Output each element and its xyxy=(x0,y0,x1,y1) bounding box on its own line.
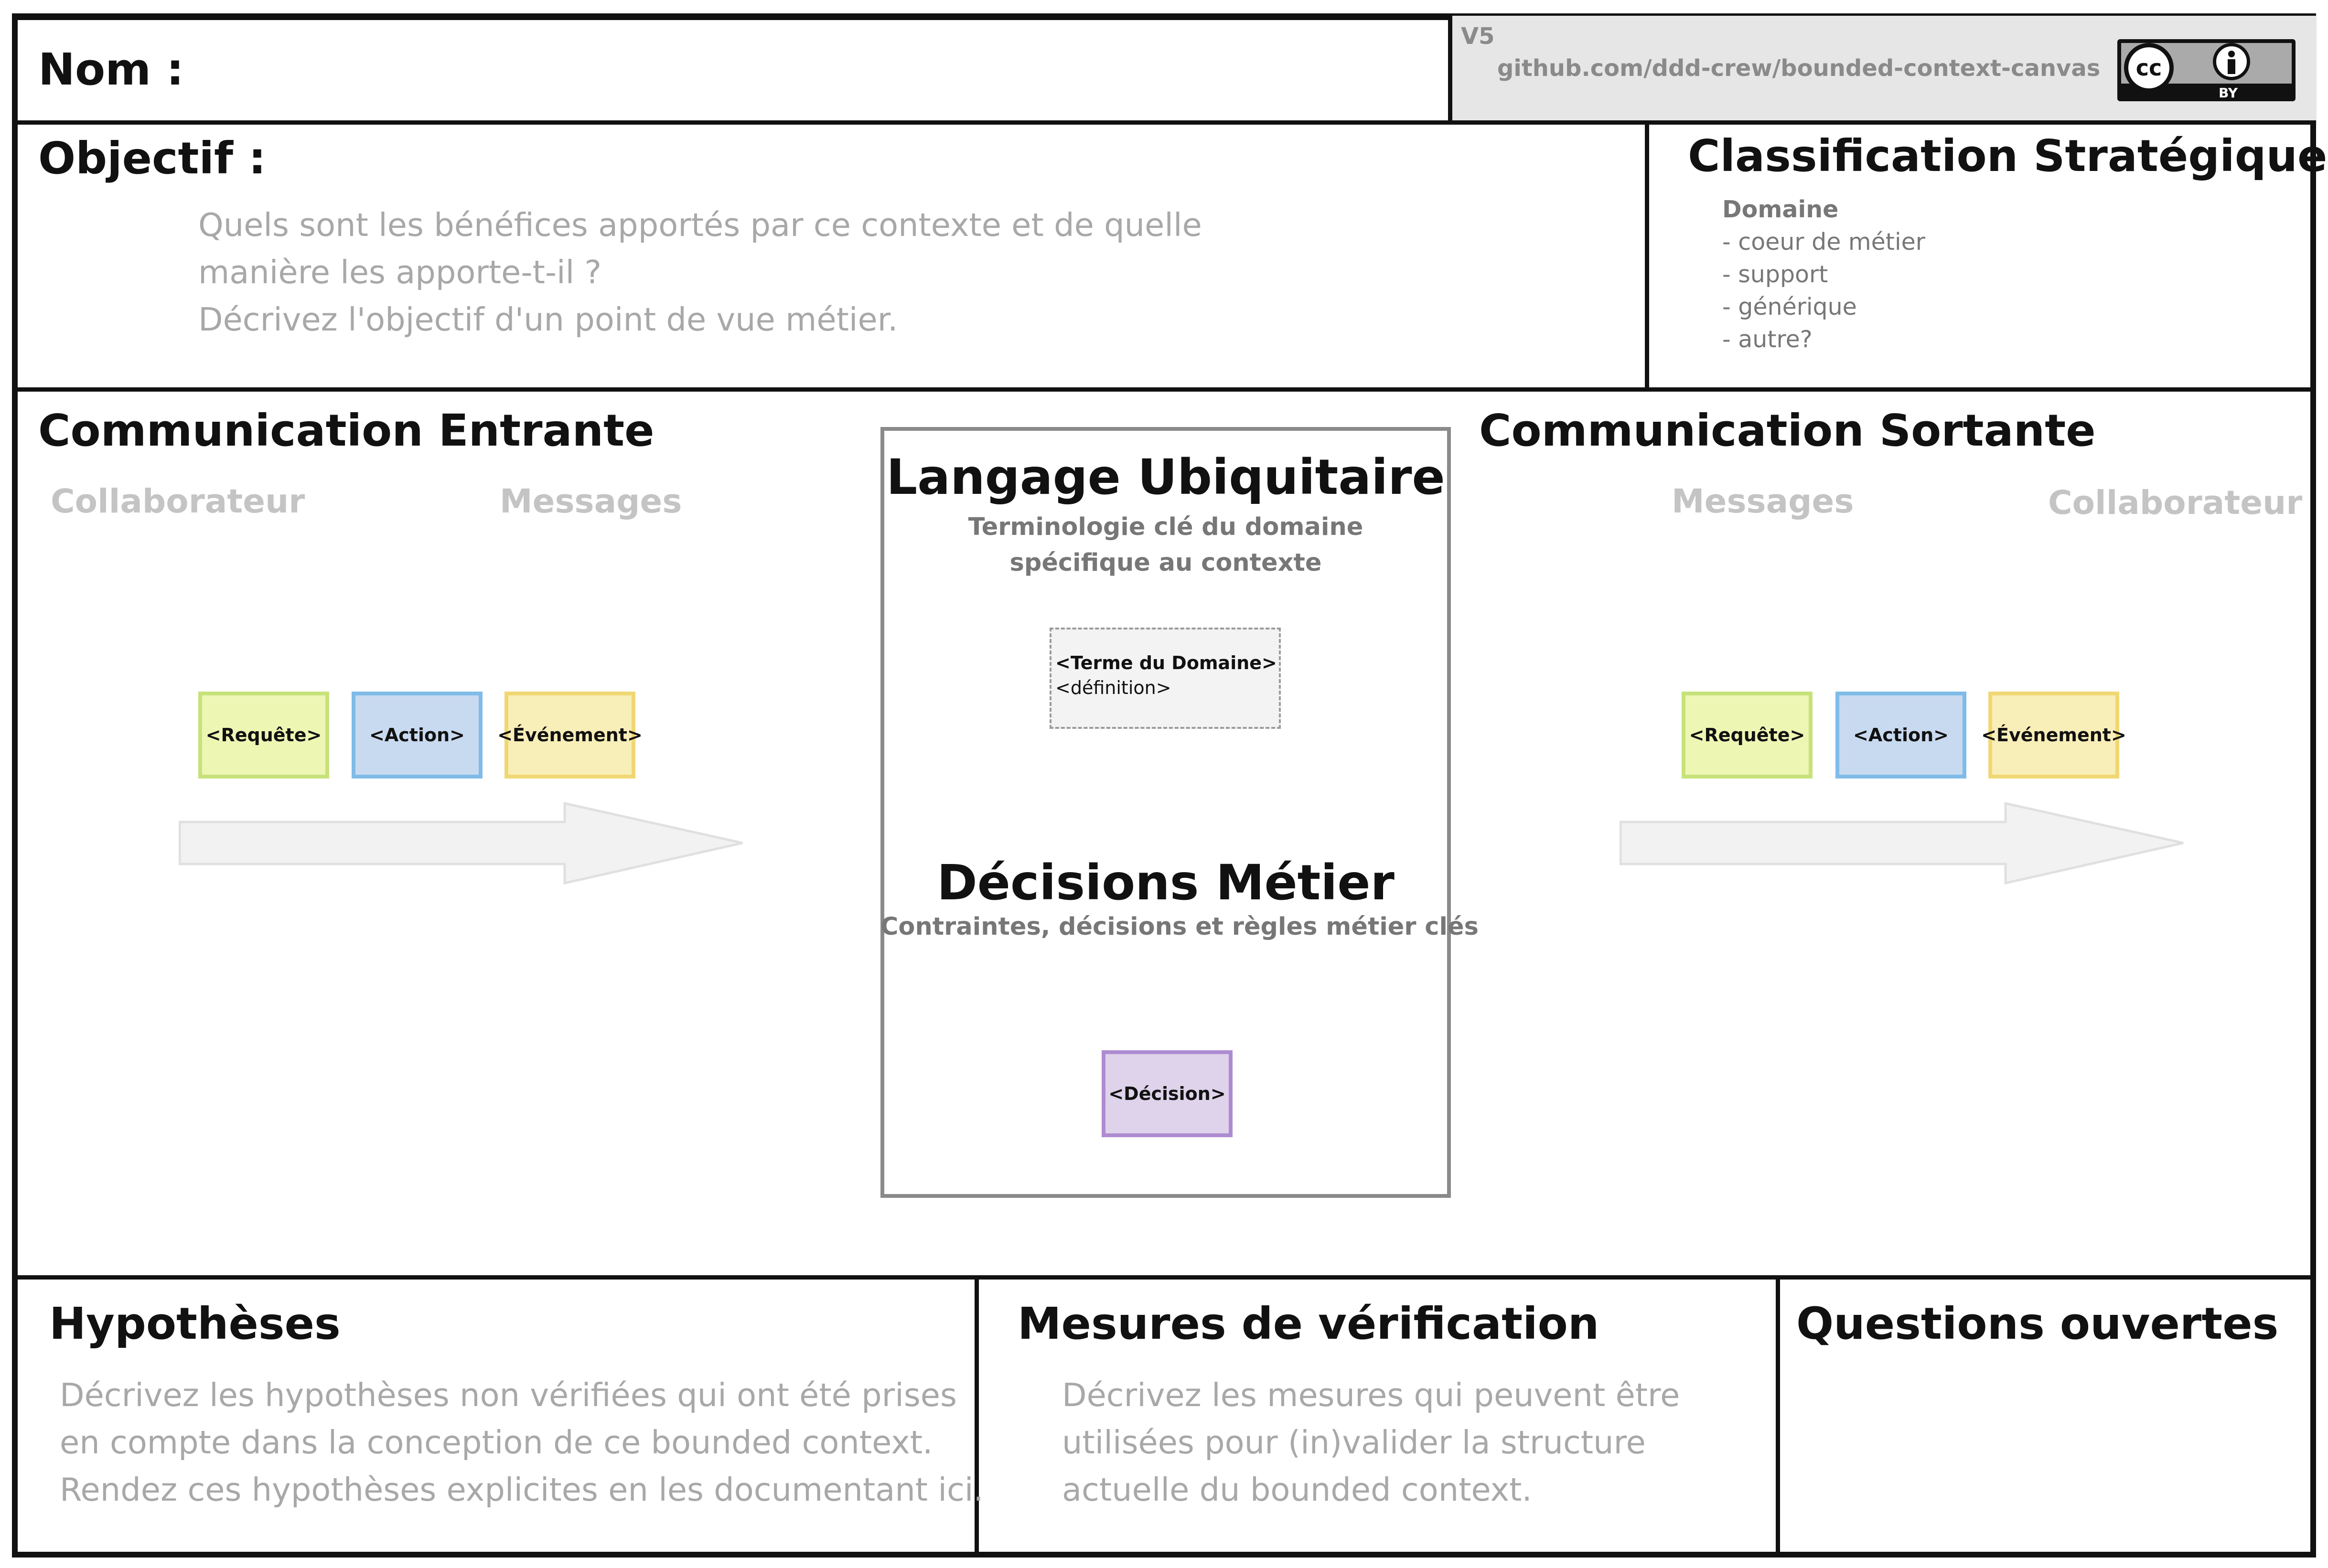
open-questions-title: Questions ouvertes xyxy=(1796,1298,2279,1349)
name-label: Nom : xyxy=(38,44,184,95)
outbound-messages-header: Messages xyxy=(1672,482,1854,521)
header-divider xyxy=(13,120,2316,125)
version-label: V5 xyxy=(1461,23,1495,50)
outbound-arrow-icon xyxy=(1620,801,2184,885)
domain-term-definition: <définition> xyxy=(1055,677,1171,698)
inbound-requete-sticky[interactable]: <Requête> xyxy=(198,692,329,779)
outbound-requete-sticky[interactable]: <Requête> xyxy=(1682,692,1813,779)
classification-title: Classification Stratégique xyxy=(1688,130,2328,181)
outbound-evenement-sticky[interactable]: <Événement> xyxy=(1981,692,2126,779)
name-section[interactable] xyxy=(13,16,1452,125)
classification-item-2: - support xyxy=(1722,261,1828,288)
assumptions-hint-3: Rendez ces hypothèses explicites en les … xyxy=(60,1471,984,1508)
decision-label: <Décision> xyxy=(1108,1083,1226,1104)
outbound-action-label: <Action> xyxy=(1853,725,1949,746)
classification-heading: Domaine xyxy=(1722,196,1839,223)
outbound-title: Communication Sortante xyxy=(1479,405,2096,456)
ubiquitous-subtitle-1: Terminologie clé du domaine xyxy=(968,513,1363,541)
ubiquitous-subtitle-2: spécifique au contexte xyxy=(1009,549,1322,577)
bottom-divider xyxy=(13,1275,2316,1280)
verification-hint-1: Décrivez les mesures qui peuvent être xyxy=(1062,1376,1680,1414)
classification-item-1: - coeur de métier xyxy=(1722,228,1925,256)
inbound-title: Communication Entrante xyxy=(38,405,654,456)
bottom-vertical-divider-1 xyxy=(975,1275,979,1552)
by-label: BY xyxy=(2219,85,2238,101)
verification-hint-3: actuelle du bounded context. xyxy=(1062,1471,1532,1508)
attribution-icon xyxy=(2213,43,2250,80)
inbound-action-sticky[interactable]: <Action> xyxy=(352,692,483,779)
inbound-evenement-label: <Événement> xyxy=(497,725,643,746)
cc-text: cc xyxy=(2135,55,2162,81)
cc-icon: cc xyxy=(2124,43,2174,93)
classification-item-3: - générique xyxy=(1722,293,1857,320)
inbound-messages-header: Messages xyxy=(500,482,682,521)
header-vertical-divider xyxy=(1448,16,1452,125)
creative-commons-by-icon: cc BY xyxy=(2117,39,2296,101)
domain-term-label: <Terme du Domaine> xyxy=(1055,652,1277,673)
decisions-subtitle: Contraintes, décisions et règles métier … xyxy=(880,913,1479,941)
domain-term-card[interactable]: <Terme du Domaine> <définition> xyxy=(1050,628,1281,729)
assumptions-hint-2: en compte dans la conception de ce bound… xyxy=(60,1424,933,1461)
assumptions-title: Hypothèses xyxy=(49,1298,341,1349)
decision-sticky[interactable]: <Décision> xyxy=(1102,1050,1233,1137)
outbound-collaborator-header: Collaborateur xyxy=(2048,484,2303,522)
inbound-evenement-sticky[interactable]: <Événement> xyxy=(497,692,643,779)
ubiquitous-title: Langage Ubiquitaire xyxy=(886,449,1445,506)
verification-title: Mesures de vérification xyxy=(1018,1298,1599,1349)
inbound-arrow-icon xyxy=(179,801,743,885)
assumptions-hint-1: Décrivez les hypothèses non vérifiées qu… xyxy=(60,1376,957,1414)
objectif-hint-1: Quels sont les bénéfices apportés par ce… xyxy=(198,206,1202,244)
decisions-title: Décisions Métier xyxy=(937,854,1395,911)
verification-hint-2: utilisées pour (in)valider la structure xyxy=(1062,1424,1646,1461)
objectif-bottom-divider xyxy=(13,387,2316,392)
objectif-hint-3: Décrivez l'objectif d'un point de vue mé… xyxy=(198,301,898,338)
bottom-vertical-divider-2 xyxy=(1776,1275,1780,1552)
source-link[interactable]: github.com/ddd-crew/bounded-context-canv… xyxy=(1497,55,2101,82)
inbound-collaborator-header: Collaborateur xyxy=(51,482,305,521)
outbound-evenement-label: <Événement> xyxy=(1981,725,2126,746)
objectif-vertical-divider xyxy=(1645,120,1649,392)
classification-item-4: - autre? xyxy=(1722,326,1813,353)
inbound-requete-label: <Requête> xyxy=(205,725,322,746)
outbound-requete-label: <Requête> xyxy=(1689,725,1805,746)
objectif-title: Objectif : xyxy=(38,133,266,184)
objectif-hint-2: manière les apporte-t-il ? xyxy=(198,254,602,291)
inbound-action-label: <Action> xyxy=(369,725,465,746)
outbound-action-sticky[interactable]: <Action> xyxy=(1835,692,1966,779)
